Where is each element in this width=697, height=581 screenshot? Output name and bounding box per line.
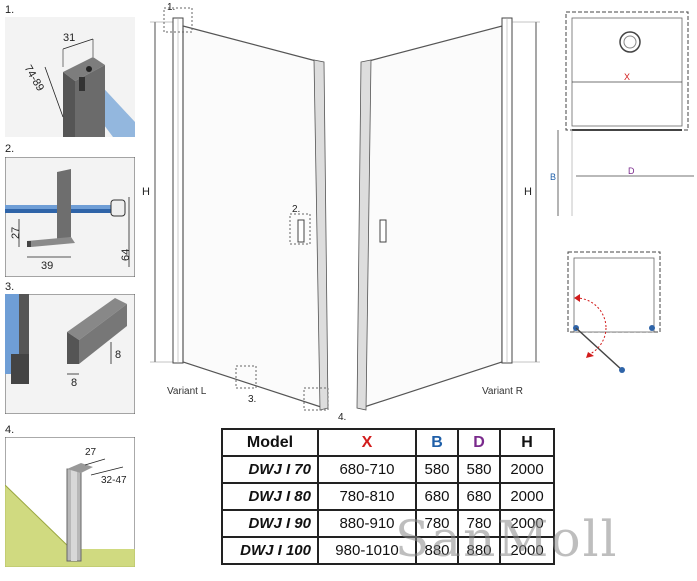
header-d: D	[457, 428, 501, 457]
cell-x: 680-710	[317, 455, 417, 484]
cell-d: 880	[457, 536, 501, 565]
dim-27: 27	[10, 227, 22, 239]
cell-x: 880-910	[317, 509, 417, 538]
header-model: Model	[221, 428, 319, 457]
table-header-row: Model X B D H	[221, 428, 555, 457]
dim-h-right: H	[524, 186, 532, 198]
callout-1: 1.	[167, 2, 175, 13]
plan-view-top: X B D	[550, 11, 694, 216]
dim-31: 31	[63, 32, 75, 44]
header-h: H	[499, 428, 555, 457]
cell-d: 780	[457, 509, 501, 538]
detail-3-label: 3.	[5, 281, 15, 293]
dim-h-left: H	[142, 186, 150, 198]
cell-d: 580	[457, 455, 501, 484]
cell-x: 780-810	[317, 482, 417, 511]
detail-4-label: 4.	[5, 424, 15, 436]
cell-model: DWJ I 100	[221, 536, 319, 565]
detail-1-label: 1.	[5, 4, 15, 16]
door-variant-r: H	[356, 17, 540, 411]
cell-x: 980-1010	[317, 536, 417, 565]
plan-label-b: B	[550, 172, 556, 182]
dim-8-vertical: 8	[115, 349, 121, 361]
table-row: DWJ I 100 980-1010 880 880 2000	[221, 536, 555, 565]
watermark: SanMoll	[395, 510, 619, 568]
cell-h: 2000	[499, 455, 555, 484]
table-row: DWJ I 90 880-910 780 780 2000	[221, 509, 555, 538]
cell-model: DWJ I 90	[221, 509, 319, 538]
plan-label-d: D	[628, 166, 635, 176]
dim-64: 64	[120, 249, 132, 261]
cell-b: 780	[415, 509, 459, 538]
dim-32-47: 32-47	[101, 475, 127, 486]
detail-4-panel: 27 32-47	[5, 437, 135, 567]
model-dimensions-table: Model X B D H DWJ I 70 680-710 580 580 2…	[221, 428, 555, 565]
header-b: B	[415, 428, 459, 457]
plan-label-x: X	[624, 72, 630, 82]
door-variant-l: H 1. 2. 3. 4.	[142, 2, 346, 420]
cell-model: DWJ I 70	[221, 455, 319, 484]
detail-2-panel: 27 39 64	[5, 157, 135, 277]
callout-3: 3.	[248, 394, 256, 405]
cell-b: 680	[415, 482, 459, 511]
callout-2: 2.	[292, 204, 300, 215]
cell-h: 2000	[499, 482, 555, 511]
header-x: X	[317, 428, 417, 457]
dim-27-top: 27	[85, 447, 97, 458]
plan-view-swing	[567, 251, 661, 373]
detail-2-label: 2.	[5, 143, 15, 155]
table-row: DWJ I 80 780-810 680 680 2000	[221, 482, 555, 511]
detail-1-panel: 31 74-89	[5, 17, 135, 137]
dim-39: 39	[41, 260, 53, 272]
cell-b: 580	[415, 455, 459, 484]
table-row: DWJ I 70 680-710 580 580 2000	[221, 455, 555, 484]
dim-8-horizontal: 8	[71, 377, 77, 389]
detail-3-panel: 8 8	[5, 294, 135, 414]
cell-b: 880	[415, 536, 459, 565]
callout-4: 4.	[338, 412, 346, 420]
cell-model: DWJ I 80	[221, 482, 319, 511]
cell-h: 2000	[499, 509, 555, 538]
cell-h: 2000	[499, 536, 555, 565]
variant-l-label: Variant L	[167, 386, 207, 397]
door-elevations: H 1. 2. 3. 4. H	[142, 2, 540, 420]
cell-d: 680	[457, 482, 501, 511]
variant-r-label: Variant R	[482, 386, 523, 397]
